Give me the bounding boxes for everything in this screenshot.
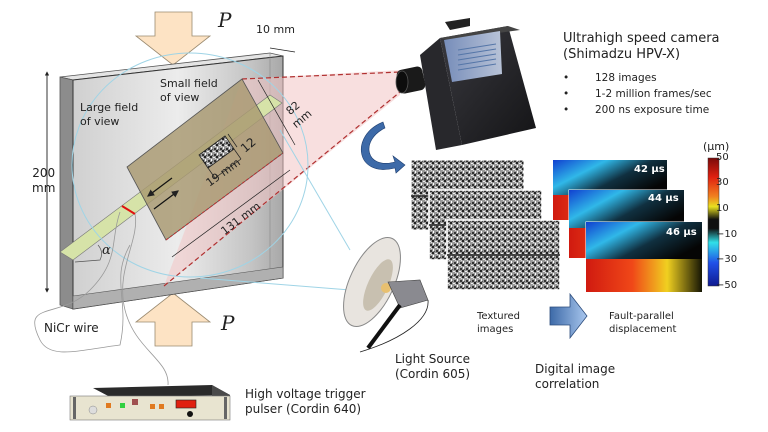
camera-spec-item: 128 images: [563, 70, 712, 86]
dic-label-line1: Digital image: [535, 362, 616, 376]
textured-image-stack: [410, 159, 561, 291]
load-label-top: P: [218, 8, 232, 32]
thickness-label: 10 mm: [256, 23, 295, 36]
small-fov-label-line2: of view: [160, 90, 200, 104]
dic-label: Digital image correlation: [535, 362, 615, 392]
nicr-wire-label: NiCr wire: [44, 321, 99, 335]
frame-time-label: 42 μs: [634, 164, 665, 175]
small-fov-label: Small field of view: [160, 77, 218, 105]
camera-title-line2: (Shimadzu HPV-X): [563, 47, 681, 63]
large-fov-label-line1: Large field: [80, 101, 139, 114]
load-arrow-top: [134, 11, 212, 66]
illumination-circle: [71, 52, 309, 278]
small-fov-label-line1: Small field: [160, 77, 218, 90]
colorbar-tick: −30: [716, 254, 738, 265]
colorbar-tick: 30: [716, 177, 729, 188]
camera-title: Ultrahigh speed camera (Shimadzu HPV-X): [563, 31, 720, 64]
dimension-lines: [44, 47, 296, 293]
camera-rotation-arrow: [360, 121, 406, 174]
frame-time-label: 44 μs: [648, 193, 679, 204]
slip-arrow-left: [147, 177, 173, 197]
trigger-pulser-line2: pulser (Cordin 640): [245, 402, 362, 416]
camera-spec-item: 200 ns exposure time: [563, 102, 712, 118]
trigger-pulser-label: High voltage trigger pulser (Cordin 640): [245, 387, 366, 417]
camera-view-cone: [164, 70, 400, 286]
high-speed-camera: [395, 18, 536, 150]
colorbar-tick: −50: [716, 280, 738, 291]
light-source: [343, 237, 429, 353]
colorbar-tick: 50: [716, 152, 729, 163]
light-source-line2: (Cordin 605): [395, 367, 471, 381]
textured-images-line1: Textured: [477, 311, 520, 322]
textured-images-line2: images: [477, 323, 514, 335]
colorbar-unit: (μm): [703, 140, 730, 153]
dic-process-arrow: [549, 292, 588, 340]
light-source-line1: Light Source: [395, 352, 470, 366]
frame-time-label: 46 μs: [666, 227, 697, 238]
trigger-cable: [122, 213, 169, 386]
displacement-map-46us: [585, 221, 703, 293]
angle-label: α: [102, 243, 111, 258]
colorbar-tick: 10: [716, 203, 729, 214]
cone-edge-bottom: [163, 91, 401, 287]
height-value: 200: [32, 166, 56, 180]
slip-arrow-right: [153, 190, 179, 210]
trigger-pulser-device: [69, 385, 231, 421]
fault-parallel-line2: displacement: [609, 323, 677, 335]
dic-label-line2: correlation: [535, 377, 600, 391]
nicr-wire: [34, 211, 131, 353]
textured-images-label: Textured images: [477, 311, 520, 336]
camera-spec-item: 1-2 million frames/sec: [563, 86, 712, 102]
nicr-wire-mark: [121, 205, 136, 215]
angle-arc: [74, 244, 102, 263]
colorbar-tick: −10: [716, 229, 738, 240]
fault-parallel-line1: Fault-parallel: [609, 311, 674, 322]
height-label: 200 mm: [32, 166, 55, 196]
displacement-map-stack: [553, 160, 703, 293]
light-source-label: Light Source (Cordin 605): [395, 352, 470, 382]
fault-parallel-label: Fault-parallel displacement: [609, 311, 676, 336]
colorbar: [707, 157, 720, 287]
load-arrow-bottom: [134, 292, 212, 347]
cone-edge-top: [241, 71, 401, 80]
height-unit: mm: [32, 181, 56, 195]
large-fov-label-line2: of view: [80, 114, 120, 128]
large-fov-label: Large field of view: [80, 101, 138, 129]
load-label-bottom: P: [221, 311, 235, 335]
camera-spec-list: 128 images 1-2 million frames/sec 200 ns…: [563, 70, 712, 118]
camera-title-line1: Ultrahigh speed camera: [563, 31, 720, 46]
trigger-pulser-line1: High voltage trigger: [245, 387, 366, 401]
